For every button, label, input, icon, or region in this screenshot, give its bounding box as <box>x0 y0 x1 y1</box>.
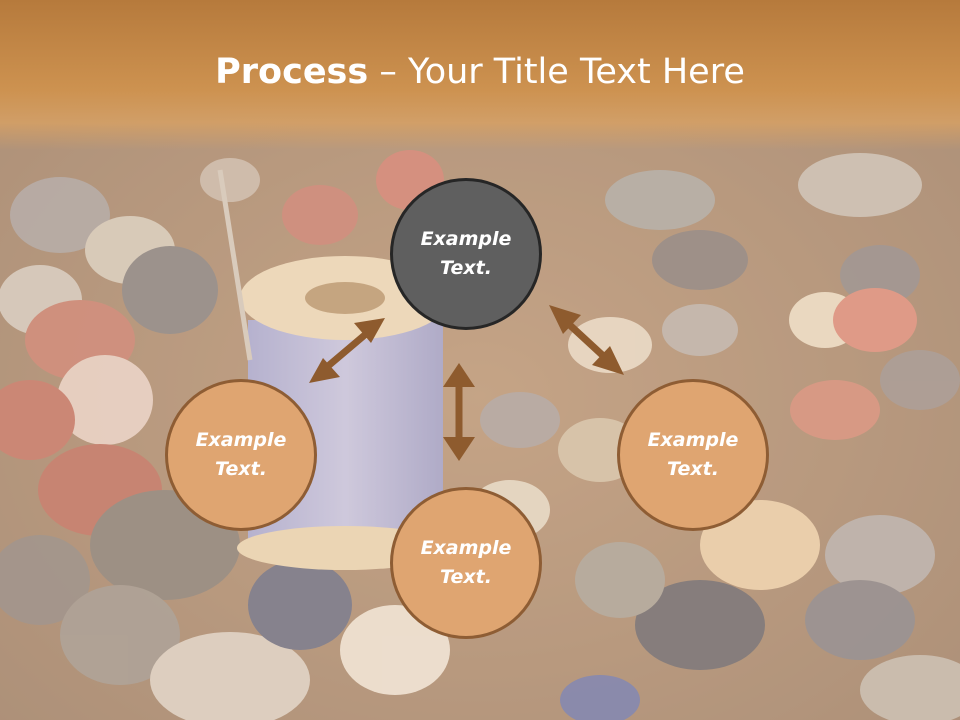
title-band <box>0 0 960 150</box>
process-node-left: Example Text. <box>165 379 317 531</box>
node-label: Example Text. <box>195 429 287 480</box>
title-rest: – Your Title Text Here <box>368 52 745 92</box>
slide-title: Process – Your Title Text Here <box>0 52 960 92</box>
double-arrow-icon <box>318 325 376 375</box>
process-node-right: Example Text. <box>617 379 769 531</box>
node-label: Example Text. <box>420 228 512 279</box>
process-node-top: Example Text. <box>390 178 542 330</box>
process-node-bottom: Example Text. <box>390 487 542 639</box>
node-label: Example Text. <box>420 537 512 588</box>
title-bold: Process <box>215 52 369 92</box>
node-label: Example Text. <box>647 429 739 480</box>
